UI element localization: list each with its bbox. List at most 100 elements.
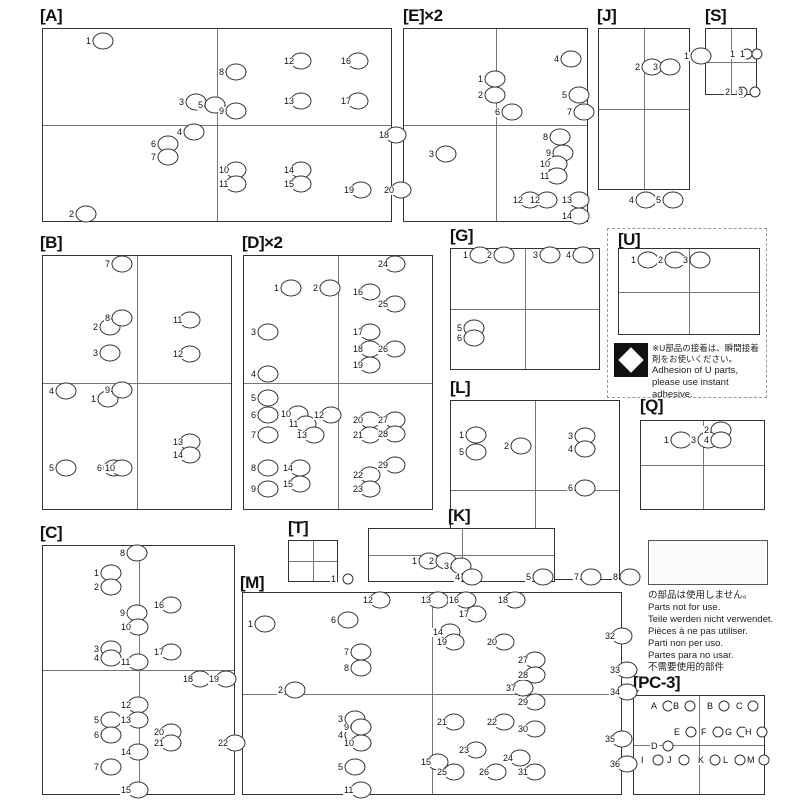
part-number: 19 <box>343 185 356 195</box>
part-number: 7 <box>250 430 258 440</box>
part-number: 6 <box>494 107 502 117</box>
part-number: 1 <box>458 430 466 440</box>
part-number: F <box>700 727 708 737</box>
part-number: 5 <box>48 463 56 473</box>
part-number: 5 <box>561 90 569 100</box>
part-number: 5 <box>337 762 345 772</box>
part-number: 4 <box>553 54 561 64</box>
part-number: 14 <box>283 165 296 175</box>
part-number: 1 <box>411 556 419 566</box>
part-number: 31 <box>517 767 530 777</box>
part-number: H <box>744 727 753 737</box>
part-number: 3 <box>93 644 101 654</box>
u-adhesion-note: ※U部品の接着は、瞬間接着剤をお使いください。 Adhesion of U pa… <box>652 343 767 401</box>
part-number: 1 <box>683 51 691 61</box>
runner-letter: [G] <box>450 226 474 245</box>
part-number: 28 <box>517 670 530 680</box>
runner-frame-pc3 <box>633 695 765 795</box>
part-number: 27 <box>377 415 390 425</box>
part-number: 12 <box>512 195 525 205</box>
runner-label-q: [Q] <box>640 396 664 416</box>
part-number: 10 <box>120 622 133 632</box>
part-number: 11 <box>120 657 132 667</box>
part-number: 3 <box>737 87 745 97</box>
part-number: 20 <box>486 637 499 647</box>
part-number: C <box>735 701 744 711</box>
not-used-note: の部品は使用しません。 Parts not for use. Teile wer… <box>648 590 773 674</box>
part-number: 8 <box>542 132 550 142</box>
part-number: 1 <box>93 568 101 578</box>
runner-label-s: [S] <box>705 6 727 26</box>
part-number: 28 <box>377 429 390 439</box>
runner-label-d: [D]×2 <box>242 233 283 253</box>
part-number: G <box>724 727 734 737</box>
part-number: 21 <box>153 738 166 748</box>
runner-letter: [T] <box>288 518 309 537</box>
part-number: 29 <box>517 697 530 707</box>
part-number: 3 <box>532 250 540 260</box>
runner-label-b: [B] <box>40 233 63 253</box>
part-number: 1 <box>462 250 470 260</box>
part-number: 7 <box>104 259 112 269</box>
runner-frame-e <box>403 28 588 222</box>
part-number: 4 <box>176 127 184 137</box>
part-number: 9 <box>250 484 258 494</box>
part-number: 13 <box>561 195 574 205</box>
part-number: 9 <box>343 722 351 732</box>
part-number: 4 <box>628 195 636 205</box>
part-number: 5 <box>456 323 464 333</box>
part-number: 1 <box>477 74 485 84</box>
part-number: 10 <box>218 165 231 175</box>
runner-frame-a <box>42 28 392 222</box>
part-number: B <box>706 701 715 711</box>
part-number: 7 <box>343 647 351 657</box>
runner-letter: [D] <box>242 233 265 252</box>
runner-letter: [Q] <box>640 396 664 415</box>
part-number: L <box>722 755 730 765</box>
part-number: 3 <box>443 561 451 571</box>
part-number: 3 <box>690 435 698 445</box>
runner-frame-s <box>705 28 757 95</box>
part-number: 3 <box>178 97 186 107</box>
part-number: 6 <box>93 730 101 740</box>
part-number: 16 <box>448 595 461 605</box>
part-number: 12 <box>283 56 296 66</box>
runner-frame-d <box>243 255 433 510</box>
part-number: 20 <box>383 185 396 195</box>
part-number: 3 <box>92 348 100 358</box>
part-number: 8 <box>250 463 258 473</box>
u-note-en1: Adhesion of U parts, <box>652 365 739 376</box>
part-number: 5 <box>525 572 533 582</box>
part-number: 22 <box>352 470 365 480</box>
part-number: 4 <box>454 572 462 582</box>
part-number: 14 <box>432 627 445 637</box>
runner-frame-b <box>42 255 232 510</box>
part-number: 25 <box>377 299 390 309</box>
part-number: 36 <box>609 759 622 769</box>
part-number: 10 <box>539 159 552 169</box>
part-number: 14 <box>172 450 185 460</box>
runner-letter: [K] <box>448 506 471 525</box>
part-number: 32 <box>604 631 617 641</box>
part-number: 2 <box>503 441 511 451</box>
part-number: 14 <box>120 747 133 757</box>
runner-label-e: [E]×2 <box>403 6 443 26</box>
not-used-line: Pièces à ne pas utiliser. <box>648 626 748 637</box>
part-number: 15 <box>420 757 433 767</box>
part-number: 16 <box>352 287 365 297</box>
part-number: 14 <box>561 211 574 221</box>
part-number: 13 <box>420 595 433 605</box>
part-number: 8 <box>612 572 620 582</box>
not-used-line: の部品は使用しません。 <box>648 590 753 601</box>
runner-letter: [M] <box>240 573 264 592</box>
part-number: I <box>640 755 645 765</box>
part-number: 20 <box>153 727 166 737</box>
part-number: D <box>650 741 659 751</box>
part-number: 13 <box>283 96 296 106</box>
runner-frame-c <box>42 545 235 795</box>
part-number: 21 <box>352 430 365 440</box>
runner-letter: [A] <box>40 6 63 25</box>
runner-letter: [B] <box>40 233 63 252</box>
part-number: 10 <box>343 738 356 748</box>
runner-letter: [PC-3] <box>633 673 681 692</box>
